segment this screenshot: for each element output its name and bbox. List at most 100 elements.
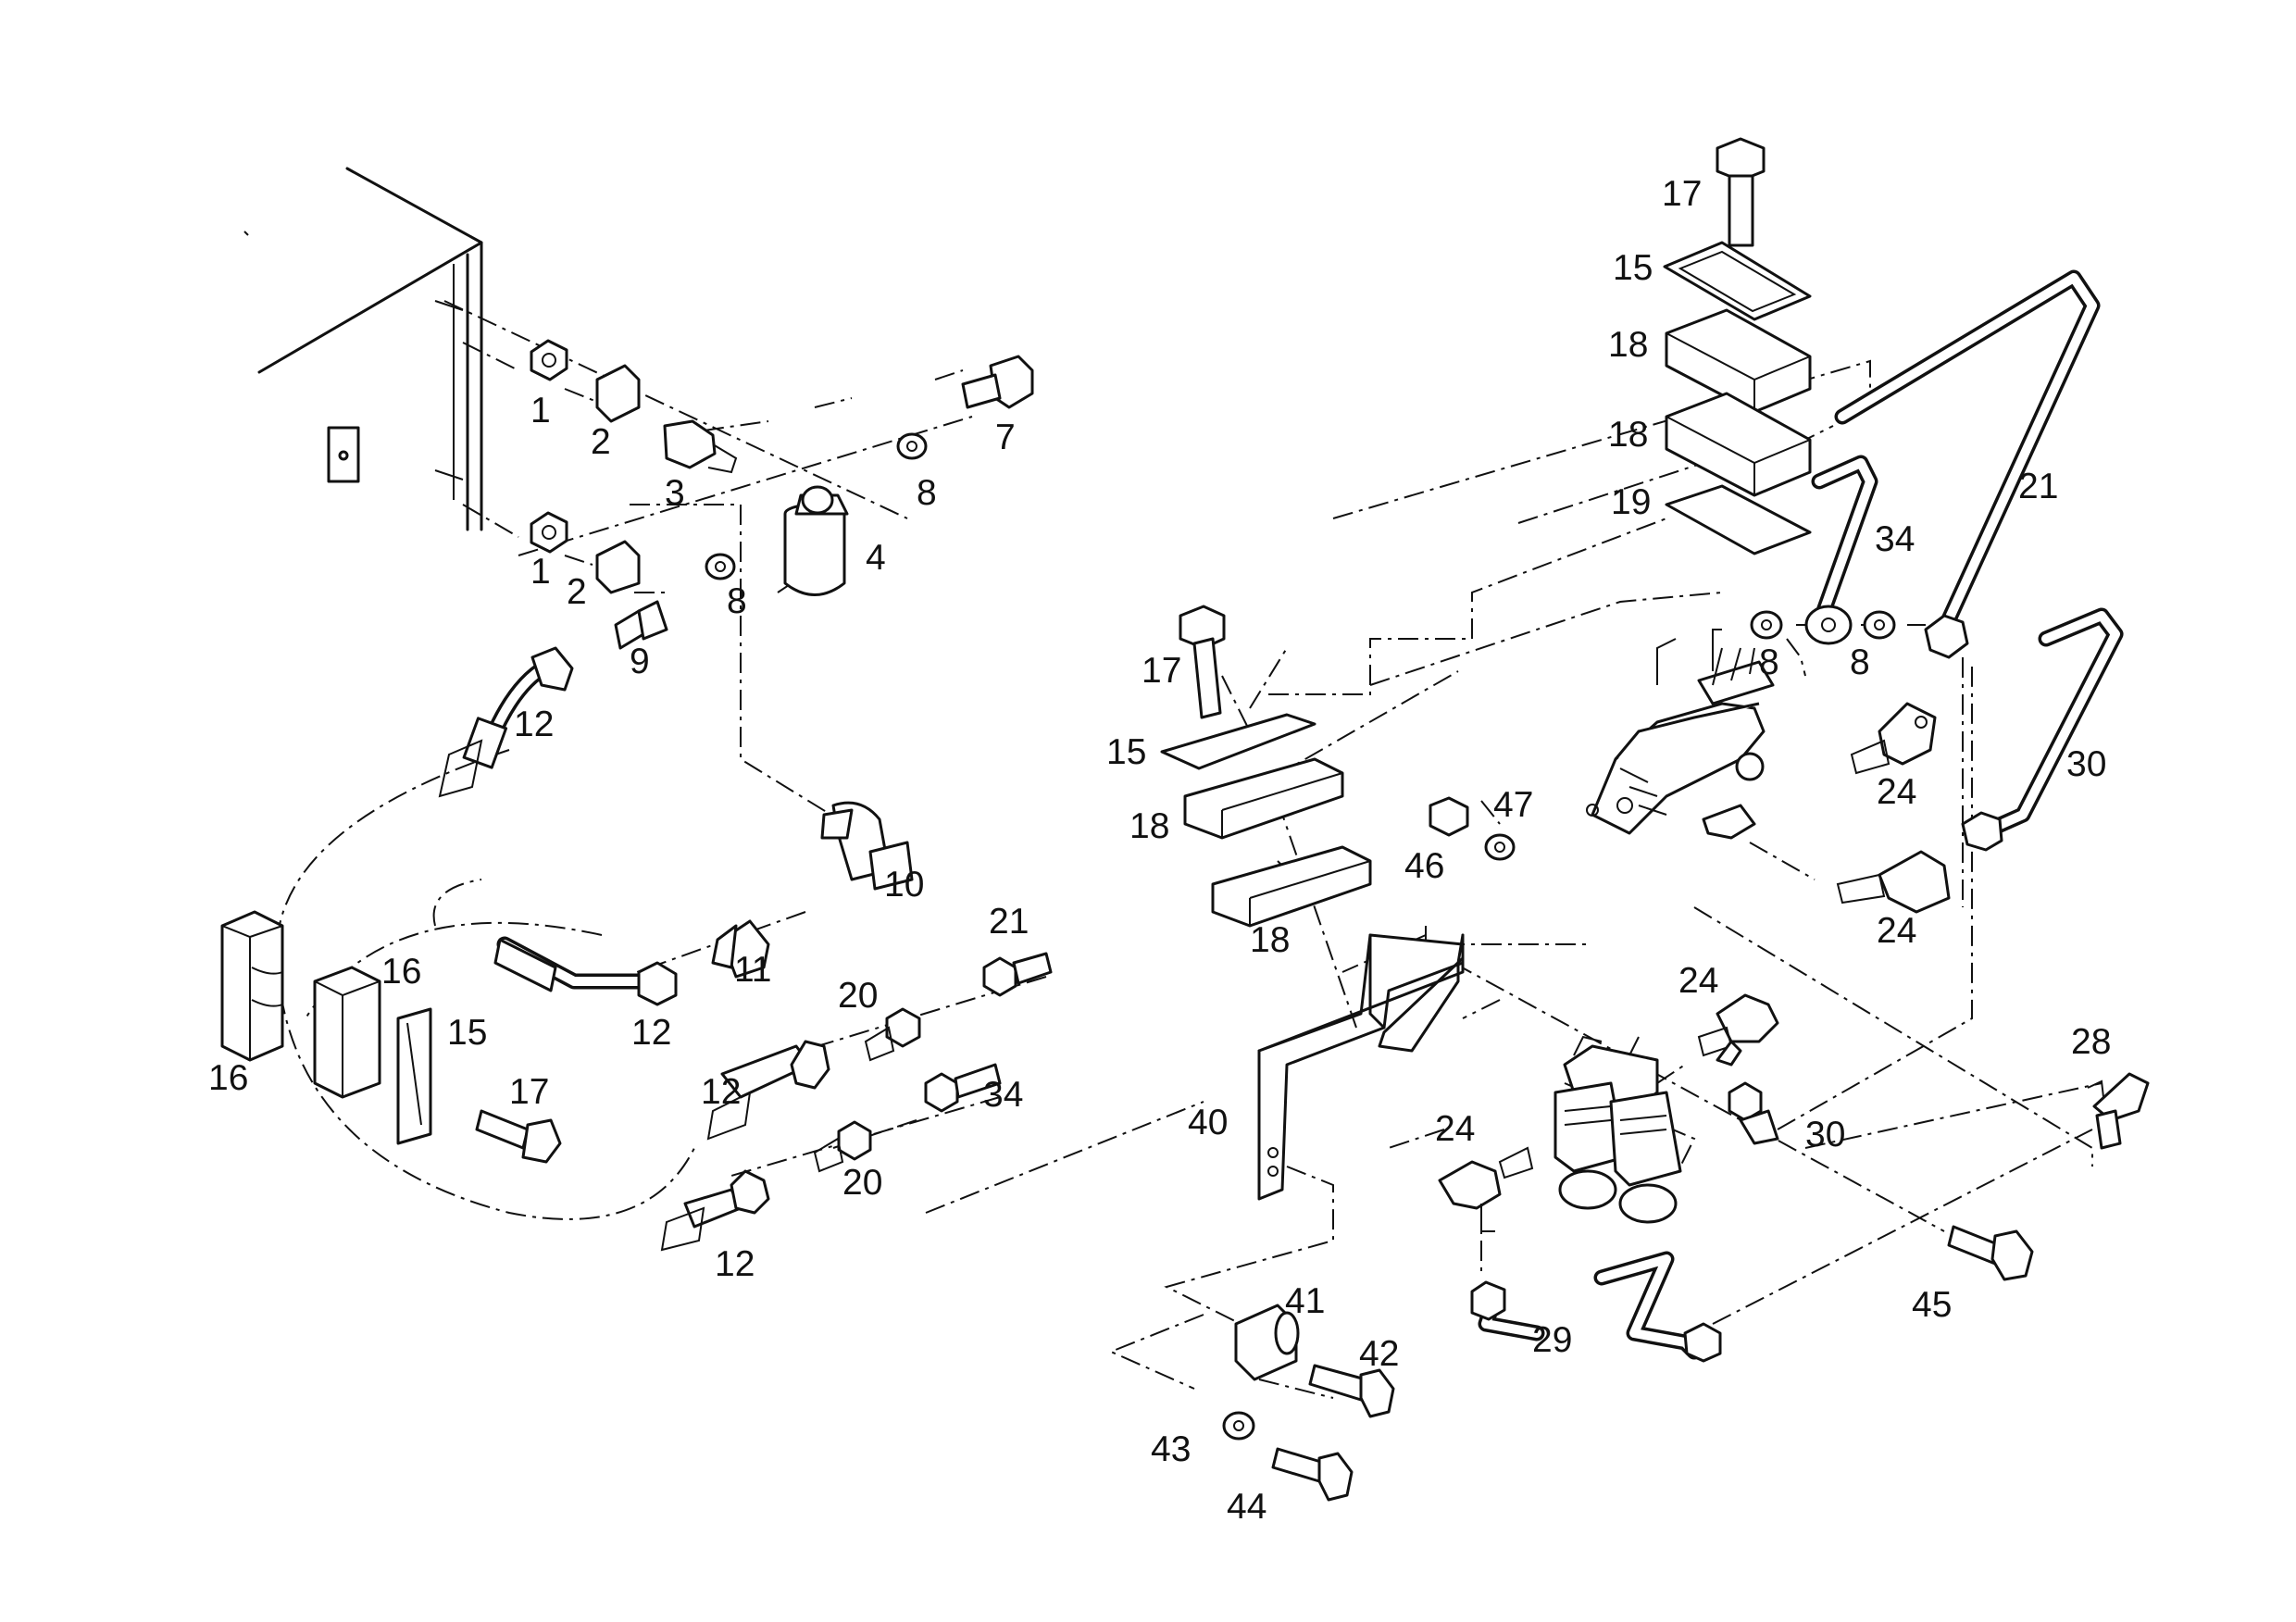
fuel-filter-assembly (1554, 1035, 1682, 1224)
callout-label: 18 (1129, 806, 1169, 846)
nut-30-lower (1728, 1081, 1779, 1145)
callout-label: 12 (631, 1013, 671, 1053)
callout-label: 9 (630, 642, 650, 681)
sleeve-2-lower (595, 540, 641, 594)
machine-housing (243, 167, 483, 531)
callout-label: 1 (530, 552, 551, 592)
callout-label: 44 (1227, 1487, 1267, 1527)
callout-label: 19 (1611, 482, 1651, 522)
callout-label: 24 (1877, 911, 1916, 951)
fuel-filter-4 (783, 485, 849, 596)
bolt-17-center (1179, 605, 1226, 719)
callout-label: 11 (734, 950, 772, 990)
callout-label: 12 (701, 1072, 741, 1112)
callout-label: 2 (567, 572, 587, 612)
callout-label: 29 (1532, 1320, 1572, 1360)
callout-label: 24 (1678, 961, 1718, 1001)
clamp-18-center-top (1183, 757, 1344, 840)
plate-19-top (1665, 484, 1812, 555)
elbow-10 (820, 801, 914, 891)
callout-label: 3 (665, 473, 685, 513)
washer-8-upper (896, 432, 928, 460)
callout-label: 41 (1285, 1281, 1325, 1321)
callout-labels: 1 1 2 2 3 4 7 8 8 9 10 11 12 12 12 12 15… (208, 174, 2111, 1527)
pipe-29 (1470, 1251, 1722, 1363)
washer-8-pump-b (1863, 610, 1896, 640)
plate-15-top (1663, 241, 1812, 321)
nut-21-mid (982, 952, 1053, 997)
washer-8-pump-a (1750, 610, 1783, 640)
callout-label: 20 (838, 976, 878, 1016)
clamp-18-top-a (1665, 308, 1812, 414)
callout-label: 17 (1142, 651, 1181, 691)
callout-label: 21 (2018, 467, 2058, 506)
clamp-18-center-bottom (1211, 845, 1372, 928)
bracket-40 (1257, 933, 1465, 1201)
callout-label: 15 (1613, 248, 1653, 288)
callout-label: 24 (1435, 1109, 1475, 1149)
union-3 (663, 419, 738, 474)
nut-46 (1429, 796, 1469, 837)
callout-label: 8 (1850, 643, 1870, 682)
callout-label: 45 (1912, 1285, 1952, 1325)
bolt-17-left (475, 1109, 562, 1164)
callout-label: 10 (884, 865, 924, 905)
plate-15-center (1160, 713, 1316, 770)
callout-label: 34 (983, 1075, 1023, 1115)
callout-label: 15 (1106, 732, 1146, 772)
bolt-45 (1947, 1225, 2034, 1281)
callout-label: 43 (1151, 1429, 1191, 1469)
callout-label: 21 (989, 902, 1029, 942)
washer-43 (1222, 1411, 1255, 1441)
callout-label: 16 (381, 952, 421, 992)
callout-label: 1 (530, 391, 551, 430)
callout-label: 30 (1805, 1115, 1845, 1154)
union-9 (614, 600, 668, 650)
fitting-11 (711, 919, 770, 979)
washer-47 (1484, 833, 1516, 861)
injection-pump (1586, 629, 1775, 840)
callout-label: 18 (1608, 325, 1648, 365)
leader-lines (275, 139, 2103, 1399)
pipe-30-right (1961, 607, 2124, 852)
callout-label: 46 (1404, 846, 1444, 886)
callout-label: 30 (2066, 744, 2106, 784)
callout-label: 4 (866, 538, 886, 578)
hose-12-middle (493, 936, 678, 1006)
callout-label: 47 (1493, 785, 1533, 825)
callout-label: 17 (509, 1072, 549, 1112)
washer-8-lower (705, 553, 736, 580)
callout-label: 40 (1188, 1103, 1228, 1142)
callout-label: 7 (995, 418, 1016, 457)
clamp-18-top-b (1665, 392, 1812, 497)
plate-15-left (396, 1007, 432, 1145)
union-20-a (864, 1007, 921, 1062)
hose-12-lower-b (660, 1169, 770, 1252)
callout-label: 42 (1359, 1334, 1399, 1374)
banjo-bolt-7 (961, 355, 1034, 409)
nut-1-upper (530, 339, 568, 381)
hose-12-lower-a (706, 1040, 830, 1141)
callout-label: 15 (447, 1013, 487, 1053)
fitting-24-c (1697, 993, 1779, 1067)
callout-label: 2 (591, 422, 611, 462)
callout-label: 20 (842, 1163, 882, 1203)
elbow-28 (2087, 1072, 2150, 1150)
callout-label: 34 (1875, 519, 1915, 559)
callout-label: 8 (917, 473, 937, 513)
callout-label: 24 (1877, 772, 1916, 812)
bolt-42 (1308, 1364, 1395, 1418)
pipe-34-right (1811, 455, 1878, 619)
union-20-b (813, 1120, 872, 1173)
fitting-24-a (1850, 702, 1937, 775)
fitting-24-b (1836, 850, 1951, 914)
callout-label: 12 (715, 1244, 755, 1284)
nut-34-mid (924, 1063, 1002, 1113)
bolt-44 (1271, 1447, 1354, 1502)
callout-label: 8 (1759, 643, 1779, 682)
spacer-41 (1234, 1304, 1300, 1381)
pipe-21-right (1834, 269, 2101, 659)
callout-label: 28 (2071, 1022, 2111, 1062)
banjo-34 (1804, 605, 1853, 645)
